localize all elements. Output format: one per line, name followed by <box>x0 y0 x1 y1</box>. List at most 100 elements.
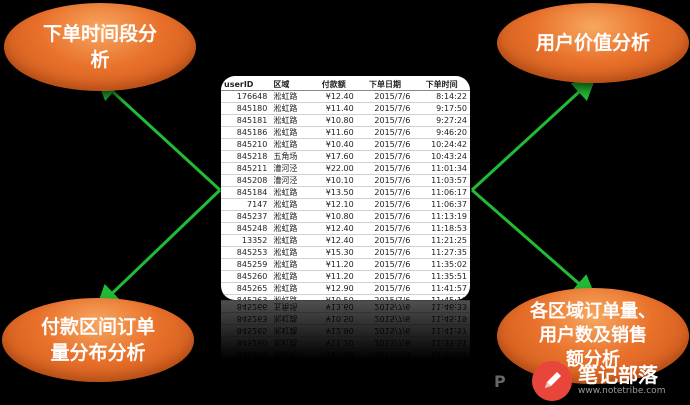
table-cell: 2015/7/6 <box>356 138 414 151</box>
table-cell: 五角场 <box>270 150 311 163</box>
table-cell: 845237 <box>221 210 271 223</box>
table-cell: 9:27:24 <box>413 114 470 127</box>
table-cell: 845210 <box>221 138 271 151</box>
table-cell: 2015/7/6 <box>356 102 414 115</box>
table-cell: 8:14:22 <box>413 90 470 103</box>
table-cell: 176648 <box>221 90 271 103</box>
table-cell: 11:41:57 <box>413 282 470 295</box>
reflection-cell: ¥13.60 <box>310 300 357 313</box>
header-payment: 付款额 <box>310 79 357 91</box>
table-cell: ¥12.40 <box>310 222 357 235</box>
table-cell: 淞虹路 <box>270 222 311 235</box>
table-cell: 845263 <box>221 294 271 300</box>
table-cell: 2015/7/6 <box>356 246 414 259</box>
table-cell: 845218 <box>221 150 271 163</box>
table-cell: 11:27:35 <box>413 246 470 259</box>
reflection-cell: 11:45:19 <box>413 312 470 325</box>
time-period-analysis-node: 下单时间段分 析 <box>4 3 196 91</box>
table-cell: 11:35:51 <box>413 270 470 283</box>
table-cell: 11:35:02 <box>413 258 470 271</box>
table-header-row: userID 区域 付款额 下单日期 下单时间 <box>221 79 470 91</box>
table-cell: 2015/7/6 <box>356 294 414 300</box>
arrow-to-top-right <box>470 75 597 192</box>
table-cell: 9:46:20 <box>413 126 470 139</box>
table-cell: 845259 <box>221 258 271 271</box>
reflection-cell: 2015/7/6 <box>356 336 414 349</box>
table-cell: 2015/7/6 <box>356 186 414 199</box>
table-cell: 2015/7/6 <box>356 282 414 295</box>
table-cell: ¥12.40 <box>310 90 357 103</box>
table-cell: 漕河泾 <box>270 174 311 187</box>
table-cell: 2015/7/6 <box>356 222 414 235</box>
table-cell: 淞虹路 <box>270 258 311 271</box>
table-cell: 淞虹路 <box>270 126 311 139</box>
header-region: 区域 <box>270 79 311 91</box>
reflection-cell: 五角场 <box>270 300 311 313</box>
table-cell: ¥12.10 <box>310 198 357 211</box>
table-cell: 11:06:17 <box>413 186 470 199</box>
table-cell: 845181 <box>221 114 271 127</box>
table-cell: 845180 <box>221 102 271 115</box>
reflection-cell: ¥11.20 <box>310 348 357 360</box>
table-cell: 2015/7/6 <box>356 270 414 283</box>
table-cell: ¥10.10 <box>310 174 357 187</box>
table-cell: ¥15.30 <box>310 246 357 259</box>
reflection-cell: 淞虹路 <box>270 336 311 349</box>
table-cell: 2015/7/6 <box>356 198 414 211</box>
table-cell: ¥10.80 <box>310 114 357 127</box>
payment-range-analysis-node: 付款区间订单 量分布分析 <box>2 298 194 382</box>
table-cell: ¥12.40 <box>310 234 357 247</box>
table-cell: 845184 <box>221 186 271 199</box>
reflection-cell: 淞虹路 <box>270 348 311 360</box>
table-cell: 淞虹路 <box>270 186 311 199</box>
table-cell: 845211 <box>221 162 271 175</box>
reflection-cell: 2015/7/6 <box>356 348 414 360</box>
table-cell: 2015/7/6 <box>356 258 414 271</box>
table-cell: 2015/7/6 <box>356 210 414 223</box>
reflection-cell: 845260 <box>221 336 271 349</box>
reflection-cell: 845266 <box>221 300 271 313</box>
watermark: 笔记部落 www.notetribe.com <box>496 356 690 405</box>
reflection-cell: 845263 <box>221 312 271 325</box>
table-cell: 淞虹路 <box>270 114 311 127</box>
table-cell: ¥11.40 <box>310 102 357 115</box>
region-analysis-node: 各区域订单量、 用户数及销售 额分析 <box>497 288 689 384</box>
table-cell: 845265 <box>221 282 271 295</box>
table-cell: 13352 <box>221 234 271 247</box>
table-cell: 10:24:42 <box>413 138 470 151</box>
pen-icon <box>532 360 572 401</box>
table-cell: 漕河泾 <box>270 162 311 175</box>
table-cell: 11:21:25 <box>413 234 470 247</box>
arrow-to-top-left <box>95 75 222 192</box>
table-cell: 7147 <box>221 198 271 211</box>
table-cell: 淞虹路 <box>270 234 311 247</box>
reflection-cell: 2015/7/6 <box>356 300 414 313</box>
reflection-cell: 11:35:02 <box>413 348 470 360</box>
table-cell: 845248 <box>221 222 271 235</box>
reflection-cell: 11:46:33 <box>413 300 470 313</box>
table-cell: 淞虹路 <box>270 270 311 283</box>
reflection-cell: ¥11.20 <box>310 336 357 349</box>
reflection-cell: 2015/7/6 <box>356 324 414 337</box>
table-cell: 淞虹路 <box>270 102 311 115</box>
watermark-title: 笔记部落 <box>578 363 658 387</box>
table-cell: ¥11.60 <box>310 126 357 139</box>
table-cell: 淞虹路 <box>270 282 311 295</box>
